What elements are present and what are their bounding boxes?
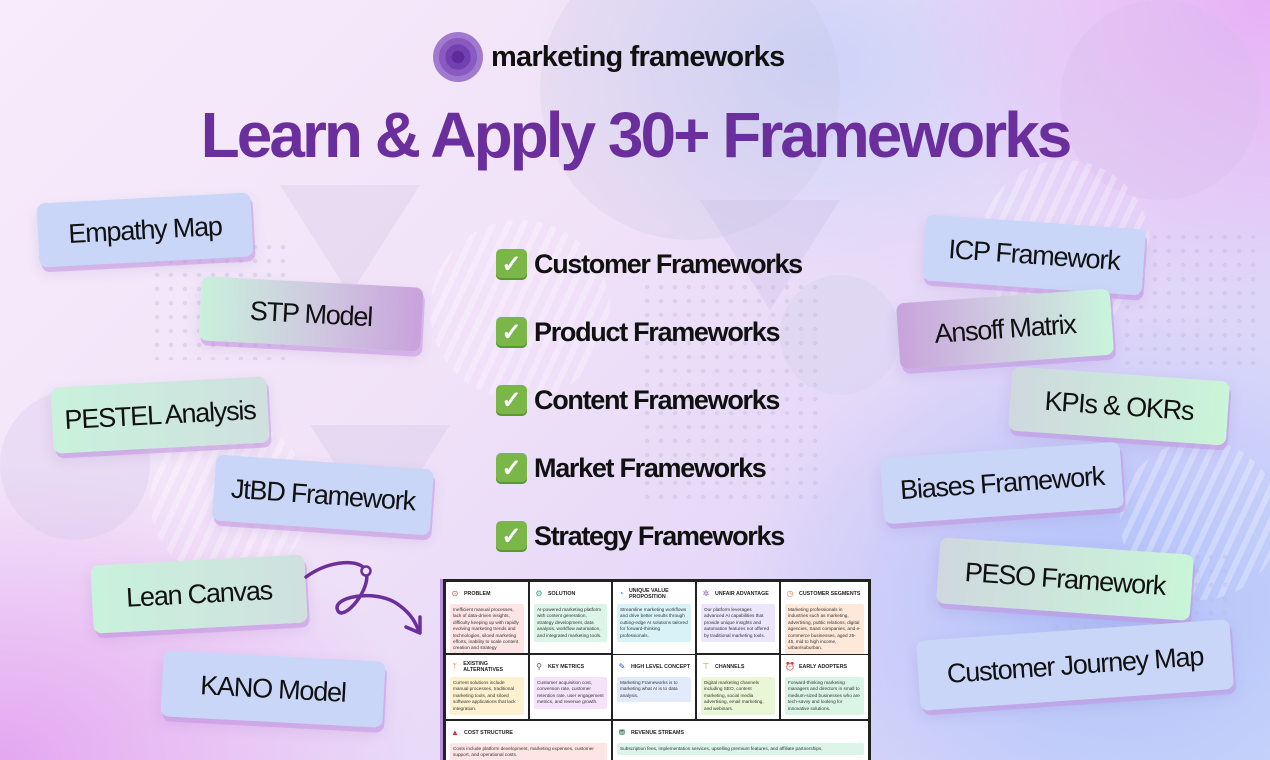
cell-title: High Level Concept xyxy=(631,663,691,670)
lean-canvas-preview: ⊙ Problem Inefficient manual processes, l… xyxy=(443,579,871,760)
cell-body: Costs include platform development, mark… xyxy=(450,743,607,760)
cell-title: Solution xyxy=(548,590,576,597)
cell-body: Customer acquisition cost, conversion ra… xyxy=(534,677,607,709)
cell-title: Cost Structure xyxy=(464,729,513,736)
canvas-cell-problem: ⊙ Problem Inefficient manual processes, l… xyxy=(445,581,529,654)
badge-icon: ✲ xyxy=(702,589,710,598)
category-item: ✓ Market Frameworks xyxy=(496,434,802,502)
category-label: Product Frameworks xyxy=(534,316,780,347)
category-label: Market Frameworks xyxy=(534,452,767,483)
tag-stp-model: STP Model xyxy=(198,276,424,352)
cell-body: Current solutions include manual process… xyxy=(450,677,524,716)
cell-body: Streamline marketing workflows and drive… xyxy=(617,604,691,643)
clock-pie-icon: ◷ xyxy=(786,589,794,598)
cell-title: Unfair Advantage xyxy=(715,590,769,597)
category-item: ✓ Product Frameworks xyxy=(496,298,802,366)
tag-kpis-okrs: KPIs & OKRs xyxy=(1008,366,1230,446)
bg-triangle xyxy=(280,185,420,295)
key-icon: ⚲ xyxy=(536,662,542,671)
tag-peso-framework: PESO Framework xyxy=(936,537,1194,621)
tag-icp-framework: ICP Framework xyxy=(921,214,1147,296)
tag-lean-canvas: Lean Canvas xyxy=(90,554,308,634)
brand-logo: marketing frameworks xyxy=(433,32,785,82)
pie-icon: ◔ xyxy=(618,589,624,598)
category-label: Customer Frameworks xyxy=(534,248,803,279)
tag-jtbd-framework: JtBD Framework xyxy=(211,454,435,536)
tag-biases-framework: Biases Framework xyxy=(879,441,1125,525)
canvas-cell-customer-segments: ◷ Customer Segments Marketing professiona… xyxy=(780,581,869,720)
gear-icon: ⚙ xyxy=(535,589,543,598)
category-item: ✓ Strategy Frameworks xyxy=(496,502,802,570)
tag-kano-model: KANO Model xyxy=(160,650,386,728)
cell-body: Digital marketing channels including SEO… xyxy=(701,677,775,716)
money-bag-icon: ⛃ xyxy=(618,728,626,737)
check-box-icon: ✓ xyxy=(496,452,527,484)
cell-body: Inefficient manual processes, lack of da… xyxy=(450,604,524,653)
concentric-circles-icon xyxy=(433,32,483,82)
cell-title: Key Metrics xyxy=(548,663,585,670)
canvas-cell-unfair-advantage: ✲ Unfair Advantage Our platform leverages… xyxy=(696,581,780,654)
cell-title: Early Adopters xyxy=(799,663,848,670)
check-box-icon: ✓ xyxy=(496,384,527,416)
check-box-icon: ✓ xyxy=(496,520,527,552)
canvas-cell-revenue-streams: ⛃ Revenue Streams Subscription fees, impl… xyxy=(612,720,869,760)
cell-body: Marketing professionals in industries su… xyxy=(785,604,864,655)
fork-icon: ᛉ xyxy=(452,662,458,671)
cell-title: Unique Value Proposition xyxy=(628,587,669,600)
cell-title: Problem xyxy=(464,590,491,597)
tag-ansoff-matrix: Ansoff Matrix xyxy=(895,288,1115,370)
canvas-cell-cost-structure: ▲ Cost Structure Costs include platform d… xyxy=(445,720,612,760)
canvas-cell-key-metrics: ⚲ Key Metrics Customer acquisition cost, … xyxy=(529,654,612,720)
curved-arrow-icon xyxy=(304,560,422,635)
cell-title: Customer Segments xyxy=(799,590,861,597)
cell-title: Revenue Streams xyxy=(631,729,684,736)
alarm-clock-icon: ⏰ xyxy=(785,662,795,671)
tag-empathy-map: Empathy Map xyxy=(36,192,254,268)
check-box-icon: ✓ xyxy=(496,248,527,280)
canvas-cell-early-adopters: ⏰ Early Adopters Forward-thinking marketi… xyxy=(780,654,869,720)
canvas-cell-high-level-concept: ✎ High Level Concept Marketing Frameworks… xyxy=(612,654,696,720)
cell-body: Forward-thinking marketing managers and … xyxy=(785,677,864,716)
cell-body: Marketing Frameworks is to marketing wha… xyxy=(617,677,691,703)
category-item: ✓ Customer Frameworks xyxy=(496,230,803,298)
tag-customer-journey-map: Customer Journey Map xyxy=(915,619,1235,711)
category-label: Content Frameworks xyxy=(534,384,780,415)
category-label: Strategy Frameworks xyxy=(534,520,785,551)
brand-name: marketing frameworks xyxy=(491,40,785,73)
cell-title: Existing Alternatives xyxy=(463,660,504,673)
target-icon: ⊙ xyxy=(451,589,459,598)
framework-categories-list: ✓ Customer Frameworks ✓ Product Framewor… xyxy=(496,230,803,570)
cell-title: Channels xyxy=(715,663,745,670)
dollar-drop-icon: ▲ xyxy=(451,728,459,737)
category-item: ✓ Content Frameworks xyxy=(496,366,802,434)
tag-pestel-analysis: PESTEL Analysis xyxy=(50,376,270,454)
cell-body: Our platform leverages advanced AI capab… xyxy=(701,604,775,643)
canvas-cell-existing-alternatives: ᛉ Existing Alternatives Current solutions… xyxy=(445,654,529,720)
page-headline: Learn & Apply 30+ Frameworks xyxy=(200,99,1073,171)
signpost-icon: ⊤ xyxy=(702,662,710,671)
cell-body: Subscription fees, implementation servic… xyxy=(617,743,864,756)
canvas-cell-solution: ⚙ Solution AI-powered marketing platform … xyxy=(529,581,612,654)
cell-body: AI-powered marketing platform with conte… xyxy=(534,604,607,643)
canvas-cell-channels: ⊤ Channels Digital marketing channels inc… xyxy=(696,654,780,720)
pen-icon: ✎ xyxy=(618,662,626,671)
check-box-icon: ✓ xyxy=(496,316,527,348)
